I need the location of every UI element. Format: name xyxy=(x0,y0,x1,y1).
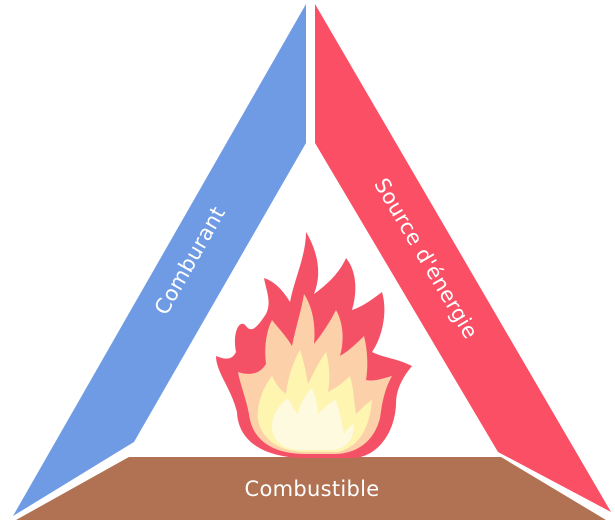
energy-source-band xyxy=(315,4,611,512)
flame-icon xyxy=(216,232,412,458)
combustible-band xyxy=(16,457,606,520)
comburant-band xyxy=(13,4,306,516)
combustible-side: Combustible xyxy=(16,457,606,520)
combustible-label: Combustible xyxy=(244,477,379,501)
flame-core xyxy=(272,388,354,450)
